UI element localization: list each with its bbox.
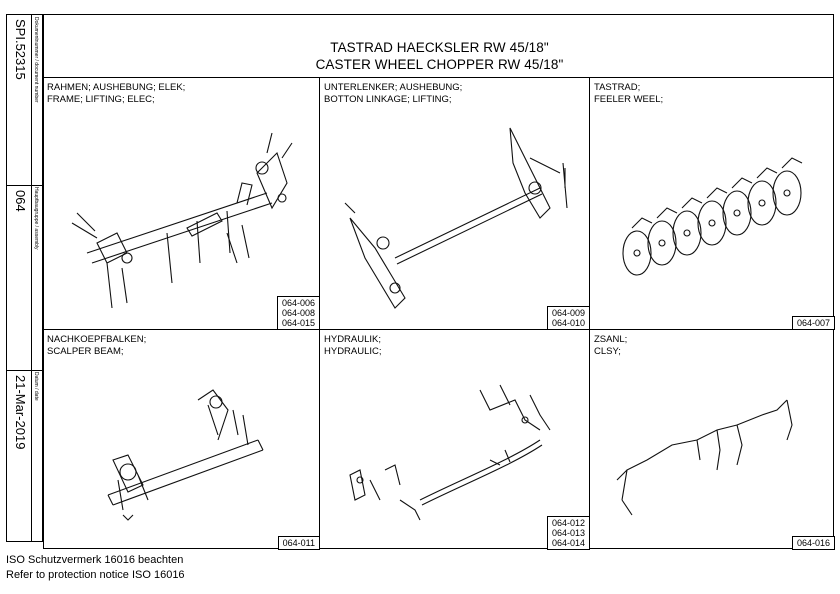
- cell-scalper-beam[interactable]: NACHKOEPFBALKEN; SCALPER BEAM; 064-011: [43, 330, 320, 550]
- title-line-en: CASTER WHEEL CHOPPER RW 45/18": [315, 57, 564, 72]
- sidebar: SPI.52315 Dokumentnummer / document numb…: [6, 14, 43, 542]
- cell-feeler-wheel[interactable]: TASTRAD; FEELER WEEL; 064-007: [590, 78, 835, 330]
- ref-number: 064-009: [551, 308, 585, 318]
- cell-label: ZSANL; CLSY;: [594, 334, 628, 357]
- date-caption: Datum / date: [33, 372, 39, 401]
- cell-bottom-linkage[interactable]: UNTERLENKER; AUSHEBUNG; BOTTON LINKAGE; …: [320, 78, 590, 330]
- scalper-beam-drawing: [107, 389, 264, 521]
- ref-box: 064-007: [791, 316, 835, 330]
- ref-number: 064-008: [281, 308, 315, 318]
- cell-label: UNTERLENKER; AUSHEBUNG; BOTTON LINKAGE; …: [324, 82, 463, 105]
- cell-label: HYDRAULIK; HYDRAULIC;: [324, 334, 382, 357]
- clsy-drawing: [616, 399, 793, 516]
- frame-drawing: [71, 132, 293, 309]
- ref-number: 064-011: [282, 538, 315, 548]
- ref-number: 064-015: [281, 318, 315, 328]
- ref-number: 064-013: [551, 528, 585, 538]
- document-number: SPI.52315: [13, 19, 28, 80]
- date-value: 21-Mar-2019: [13, 375, 28, 450]
- cell-label: RAHMEN; AUSHEBUNG; ELEK; FRAME; LIFTING;…: [47, 82, 186, 105]
- footer-line-en: Refer to protection notice ISO 16016: [6, 569, 185, 581]
- title-line-de: TASTRAD HAECKSLER RW 45/18": [330, 40, 549, 55]
- cell-clsy[interactable]: ZSANL; CLSY; 064-016: [590, 330, 835, 550]
- document-number-caption: Dokumentnummer / document number: [33, 17, 39, 103]
- hydraulic-drawing: [349, 384, 551, 521]
- ref-number: 064-016: [796, 538, 830, 548]
- ref-number: 064-010: [551, 318, 585, 328]
- parts-grid: RAHMEN; AUSHEBUNG; ELEK; FRAME; LIFTING;…: [43, 77, 835, 550]
- ref-number: 064-012: [551, 518, 585, 528]
- ref-box: 064-012 064-013 064-014: [546, 516, 590, 550]
- ref-box: 064-006 064-008 064-015: [276, 296, 320, 330]
- ref-box: 064-009 064-010: [546, 306, 590, 330]
- linkage-drawing: [344, 127, 568, 309]
- cell-hydraulic[interactable]: HYDRAULIK; HYDRAULIC; 064-012 064-013 06…: [320, 330, 590, 550]
- cell-label: NACHKOEPFBALKEN; SCALPER BEAM;: [47, 334, 147, 357]
- wheels-drawing: [622, 157, 803, 276]
- footer-line-de: ISO Schutzvermerk 16016 beachten: [6, 554, 184, 566]
- ref-number: 064-007: [796, 318, 830, 328]
- ref-box: 064-016: [791, 536, 835, 550]
- cell-label: TASTRAD; FEELER WEEL;: [594, 82, 664, 105]
- main-frame: TASTRAD HAECKSLER RW 45/18" CASTER WHEEL…: [43, 14, 834, 549]
- ref-number: 064-014: [551, 538, 585, 548]
- document-title: TASTRAD HAECKSLER RW 45/18" CASTER WHEEL…: [44, 39, 835, 73]
- assembly-caption: Hauptbaugruppe / assembly: [33, 187, 39, 250]
- cell-frame-lifting[interactable]: RAHMEN; AUSHEBUNG; ELEK; FRAME; LIFTING;…: [43, 78, 320, 330]
- ref-box: 064-011: [277, 536, 320, 550]
- assembly-number: 064: [13, 190, 28, 212]
- ref-number: 064-006: [281, 298, 315, 308]
